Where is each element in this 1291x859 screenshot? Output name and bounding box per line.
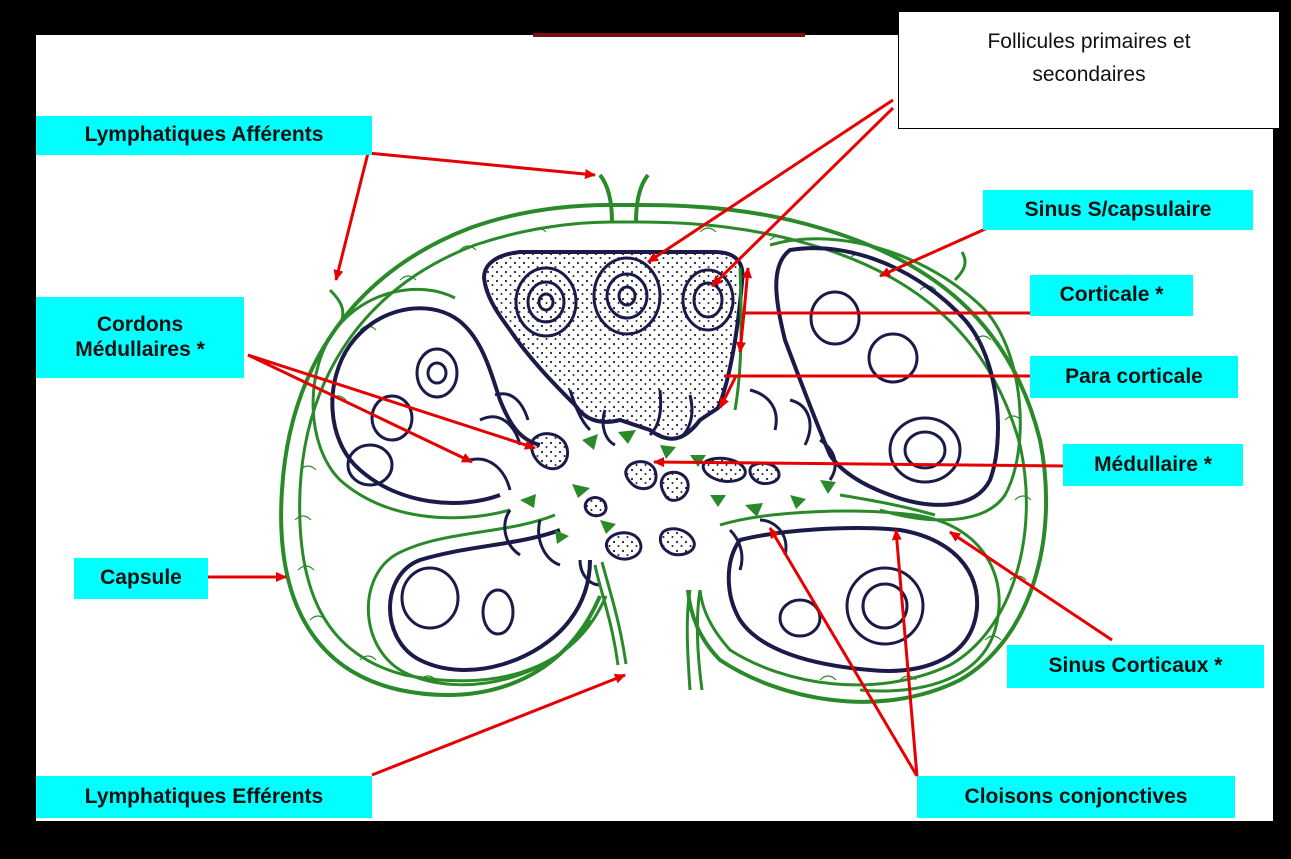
follicules-label-line1: Follicules primaires et [899, 26, 1279, 59]
label-cloisons-conjonctives: Cloisons conjonctives [917, 776, 1235, 818]
septum-left [595, 562, 626, 665]
arrow-follicule-2 [712, 108, 893, 286]
label-medullaire: Médullaire * [1063, 444, 1243, 486]
label-cordons-medullaires: Cordons Médullaires * [36, 297, 244, 378]
left-upper-lobule [332, 308, 540, 503]
label-sinus-scapsulaire: Sinus S/capsulaire [983, 190, 1253, 230]
left-lower-lobule [390, 530, 590, 670]
label-cordons-line1: Cordons [97, 313, 183, 338]
label-lymphatiques-efferents: Lymphatiques Efférents [36, 776, 372, 818]
arrow-afferent-to-left [336, 153, 368, 280]
afferent-vessel-right [955, 252, 965, 280]
arrow-sinus-scapsulaire [880, 226, 992, 276]
label-sinus-corticaux: Sinus Corticaux * [1007, 645, 1264, 688]
label-capsule: Capsule [74, 558, 208, 599]
arrow-afferent-to-top [368, 153, 595, 175]
follicles [348, 258, 960, 644]
arrows [207, 100, 1112, 776]
afferent-vessel-left [330, 290, 343, 320]
arrow-cloisons-1 [770, 528, 917, 776]
label-corticale: Corticale * [1030, 275, 1193, 316]
label-cordons-line2: Médullaires * [75, 338, 205, 363]
follicules-label: Follicules primaires et secondaires [898, 11, 1280, 129]
label-para-corticale: Para corticale [1030, 356, 1238, 398]
follicules-label-line2: secondaires [899, 59, 1279, 92]
arrow-follicule-1 [648, 100, 893, 262]
septum-right [687, 590, 702, 690]
right-lower-lobule [729, 528, 977, 671]
afferent-vessel-top [600, 175, 648, 222]
arrow-corticale-v [744, 268, 748, 313]
label-lymphatiques-afferents: Lymphatiques Afférents [36, 116, 372, 155]
left-upper-lobule-sinus [313, 289, 510, 517]
arrow-cloisons-2 [896, 530, 917, 776]
